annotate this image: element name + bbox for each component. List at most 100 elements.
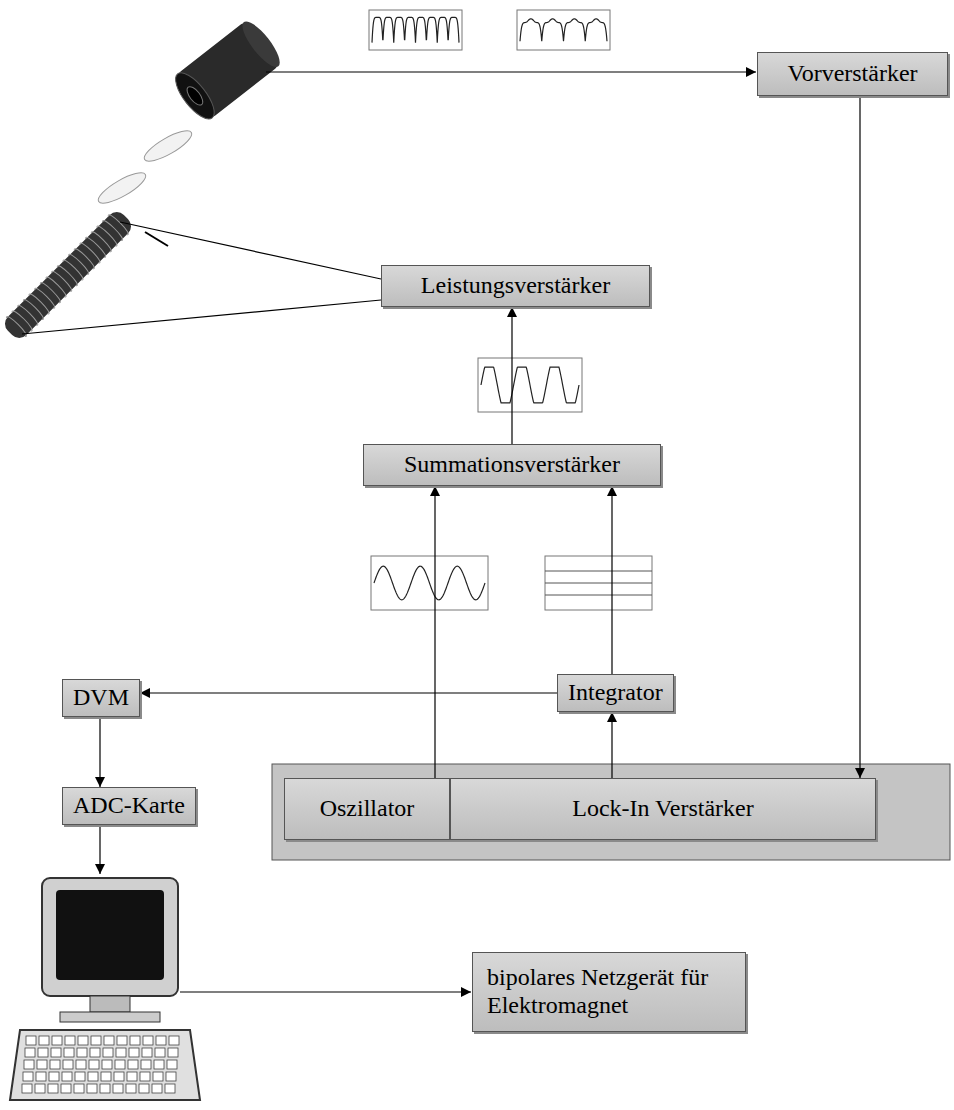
detector [169, 17, 285, 125]
keyboard-key [139, 1084, 149, 1093]
keyboard-key [168, 1048, 178, 1057]
summing-amplifier-box: Summationsverstärker [363, 444, 661, 486]
box-label: Oszillator [320, 795, 415, 823]
waveform-frame [371, 556, 488, 610]
oscillator-box: Oszillator [284, 778, 450, 840]
keyboard-key [116, 1048, 126, 1057]
keyboard-key [126, 1084, 136, 1093]
signal-arrow [859, 96, 860, 778]
coil-winding [62, 258, 84, 280]
keyboard-key [165, 1084, 175, 1093]
coil-winding [40, 281, 62, 303]
keyboard-key [104, 1036, 114, 1045]
keyboard-key [89, 1060, 99, 1069]
keyboard-key [39, 1036, 49, 1045]
keyboard-key [166, 1072, 176, 1081]
keyboard-key [127, 1072, 137, 1081]
lens [95, 168, 150, 209]
keyboard-key [64, 1048, 74, 1057]
keyboard-key [140, 1072, 150, 1081]
keyboard-key [75, 1072, 85, 1081]
lockin-amplifier-box: Lock-In Verstärker [450, 778, 876, 840]
coil-winding [96, 224, 118, 246]
dc-level-line [545, 571, 652, 572]
coil-winding [68, 253, 90, 275]
signal-arrow [611, 712, 612, 778]
signal-line [266, 71, 756, 72]
keyboard-key [35, 1084, 45, 1093]
keyboard-key [102, 1060, 112, 1069]
coil-winding [34, 287, 56, 309]
electromagnet-coil [0, 207, 136, 343]
keyboard-key [74, 1084, 84, 1093]
lockin-housing [272, 764, 950, 860]
waveform [374, 566, 485, 600]
dc-level-line [545, 583, 652, 584]
keyboard-key [23, 1072, 33, 1081]
coil-winding [91, 230, 113, 252]
keyboard-key [25, 1048, 35, 1057]
coil-winding [85, 236, 107, 258]
keyboard-key [36, 1072, 46, 1081]
power-supply-box: bipolares Netzgerät für Elektromagnet [472, 952, 746, 1032]
keyboard-key [22, 1084, 32, 1093]
keyboard-key [113, 1084, 123, 1093]
keyboard-key [128, 1060, 138, 1069]
control-line [180, 991, 471, 992]
keyboard-key [78, 1036, 88, 1045]
keyboard-key [65, 1036, 75, 1045]
signal-arrow [434, 486, 435, 778]
coil-winding [79, 241, 101, 263]
keyboard-key [141, 1060, 151, 1069]
power-amplifier-box: Leistungsverstärker [381, 265, 650, 307]
keyboard-key [114, 1072, 124, 1081]
keyboard-key [115, 1060, 125, 1069]
computer [10, 878, 200, 1100]
keyboard-key [142, 1048, 152, 1057]
keyboard-key [90, 1048, 100, 1057]
coil-winding [12, 309, 34, 331]
keyboard-key [153, 1072, 163, 1081]
lens [141, 126, 196, 167]
signal-arrow [140, 692, 557, 693]
waveform-frame [369, 10, 462, 50]
voltmeter-box: DVM [62, 679, 140, 717]
keyboard-key [50, 1060, 60, 1069]
keyboard-key [26, 1036, 36, 1045]
keyboard-key [52, 1036, 62, 1045]
keyboard-key [143, 1036, 153, 1045]
box-label: ADC-Karte [73, 792, 185, 820]
box-label: Lock-In Verstärker [572, 795, 753, 823]
signal-arrow [99, 717, 100, 787]
box-label: DVM [73, 684, 129, 712]
keyboard-key [51, 1048, 61, 1057]
keyboard-key [62, 1072, 72, 1081]
waveform-frame [517, 10, 610, 50]
keyboard-key [63, 1060, 73, 1069]
coil-wire [22, 300, 381, 334]
keyboard-key [100, 1084, 110, 1093]
integrator-box: Integrator [557, 674, 674, 712]
waveform [481, 367, 579, 403]
waveform-frame [478, 358, 582, 412]
coil-winding [51, 270, 73, 292]
sample-needle [145, 232, 168, 246]
coil-winding [57, 264, 79, 286]
keyboard-key [129, 1048, 139, 1057]
signal-arrow [511, 307, 512, 444]
keyboard-key [156, 1036, 166, 1045]
keyboard-key [169, 1036, 179, 1045]
coil-wire [120, 222, 381, 279]
box-label: Leistungsverstärker [421, 272, 610, 300]
box-label: Integrator [568, 679, 663, 707]
dc-level-line [545, 595, 652, 596]
keyboard-key [91, 1036, 101, 1045]
keyboard-key [87, 1084, 97, 1093]
keyboard-key [154, 1060, 164, 1069]
adc-card-box: ADC-Karte [62, 787, 196, 825]
coil-winding [23, 298, 45, 320]
keyboard-key [130, 1036, 140, 1045]
keyboard-key [76, 1060, 86, 1069]
